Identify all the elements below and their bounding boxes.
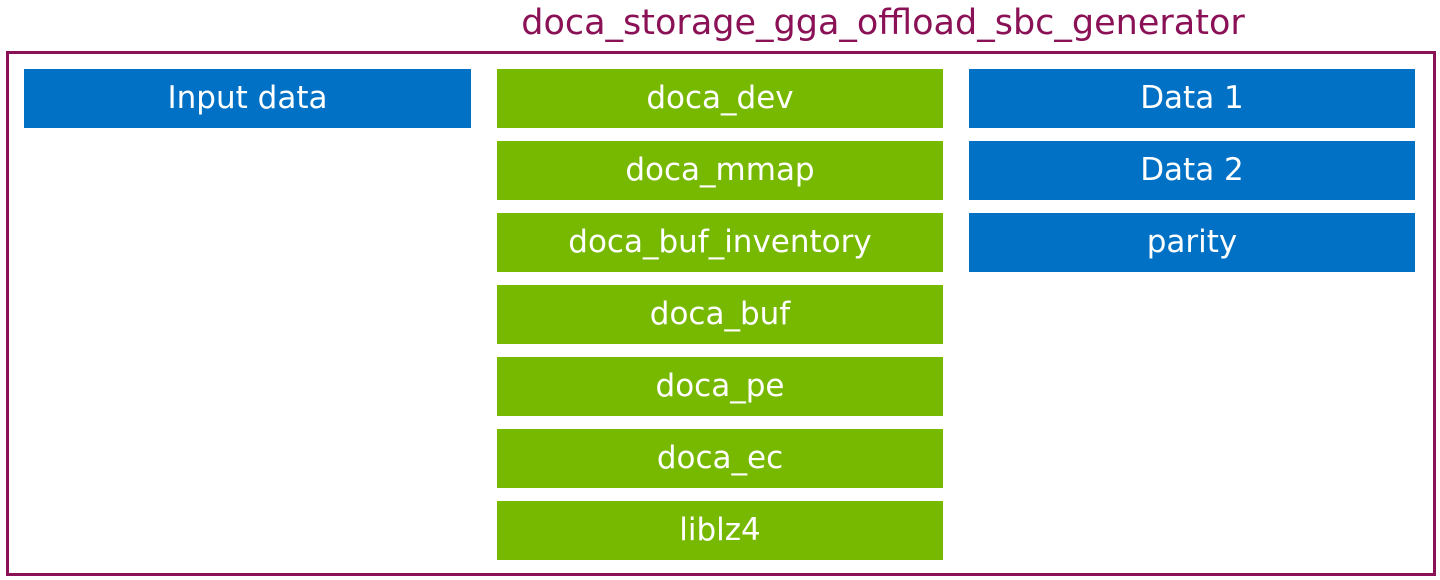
generator-frame	[6, 51, 1436, 576]
output-box-parity: parity	[969, 213, 1415, 272]
library-box: doca_dev	[497, 69, 943, 128]
library-box: doca_mmap	[497, 141, 943, 200]
library-box: doca_pe	[497, 357, 943, 416]
library-box: doca_buf_inventory	[497, 213, 943, 272]
output-box-data2: Data 2	[969, 141, 1415, 200]
input-data-box: Input data	[24, 69, 471, 128]
library-box: doca_buf	[497, 285, 943, 344]
library-box: doca_ec	[497, 429, 943, 488]
output-box-data1: Data 1	[969, 69, 1415, 128]
diagram-title: doca_storage_gga_offload_sbc_generator	[521, 3, 1245, 43]
library-box: liblz4	[497, 501, 943, 560]
